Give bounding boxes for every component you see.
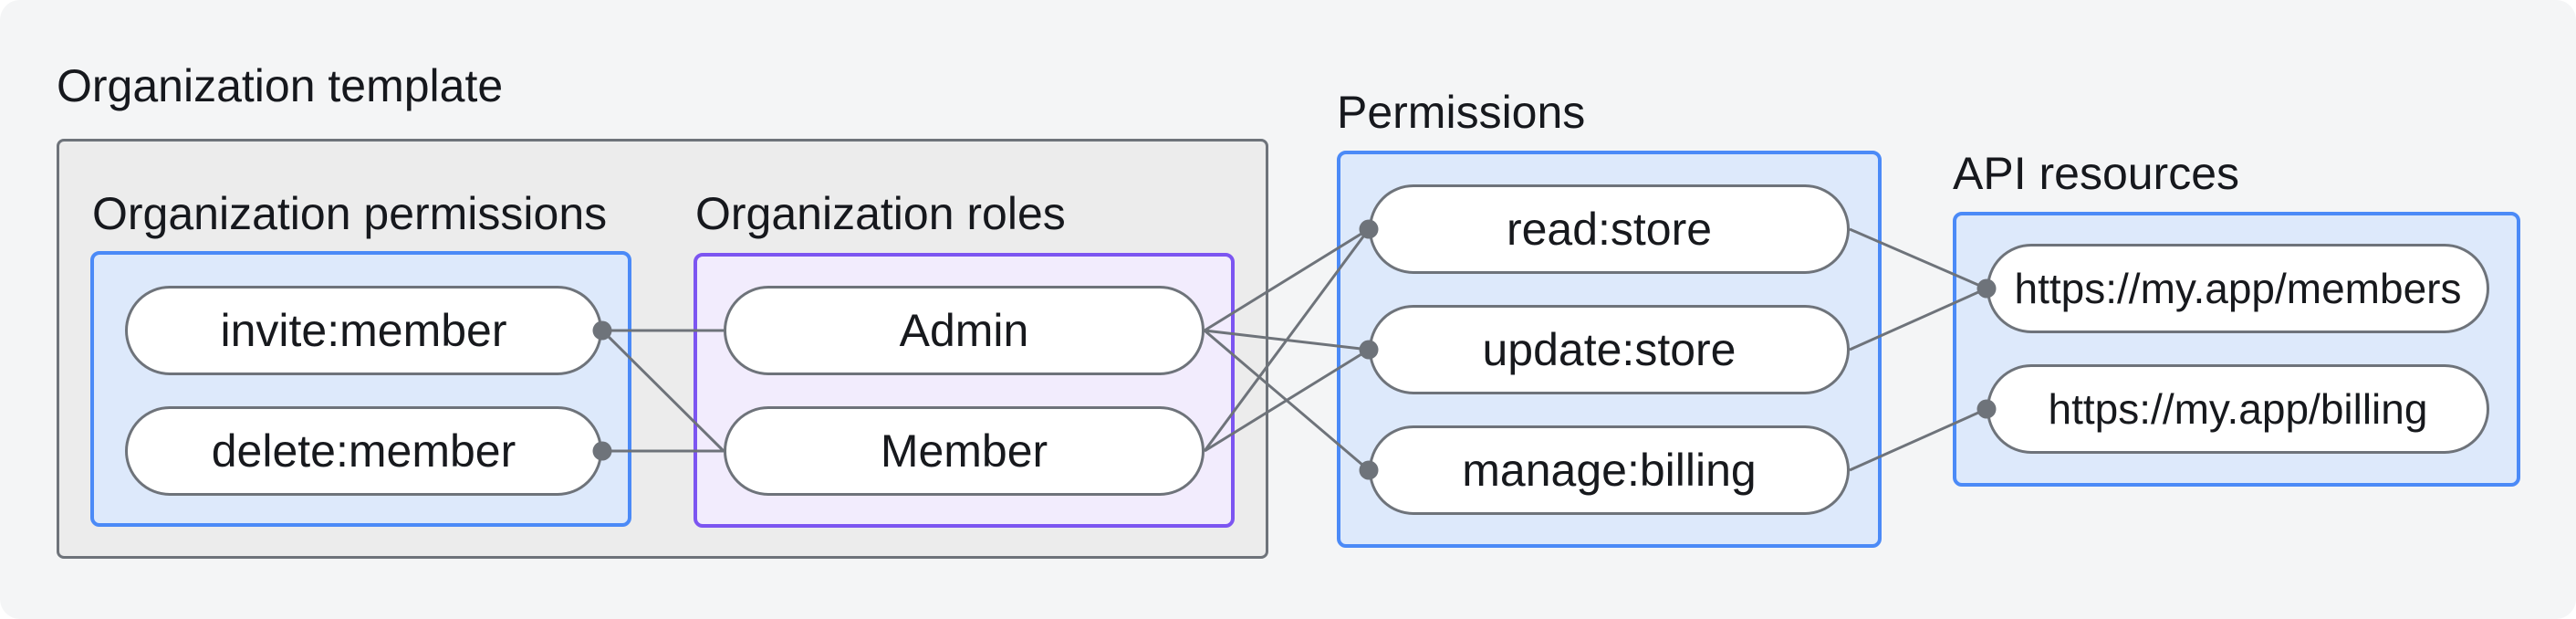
node-read-store: read:store [1369, 184, 1850, 274]
permissions-heading: Permissions [1337, 87, 1586, 138]
node-delete-member: delete:member [125, 406, 602, 496]
api-resources-heading: API resources [1953, 148, 2240, 199]
node-manage-billing: manage:billing [1369, 425, 1850, 515]
organization-roles-heading: Organization roles [695, 188, 1066, 239]
organization-template-heading: Organization template [57, 60, 504, 111]
node-api-billing-url: https://my.app/billing [1987, 364, 2489, 454]
node-member-role: Member [724, 406, 1205, 496]
node-update-store: update:store [1369, 305, 1850, 394]
node-api-members-url: https://my.app/members [1987, 244, 2489, 333]
node-invite-member: invite:member [125, 286, 602, 375]
node-admin-role: Admin [724, 286, 1205, 375]
organization-permissions-heading: Organization permissions [92, 188, 608, 239]
